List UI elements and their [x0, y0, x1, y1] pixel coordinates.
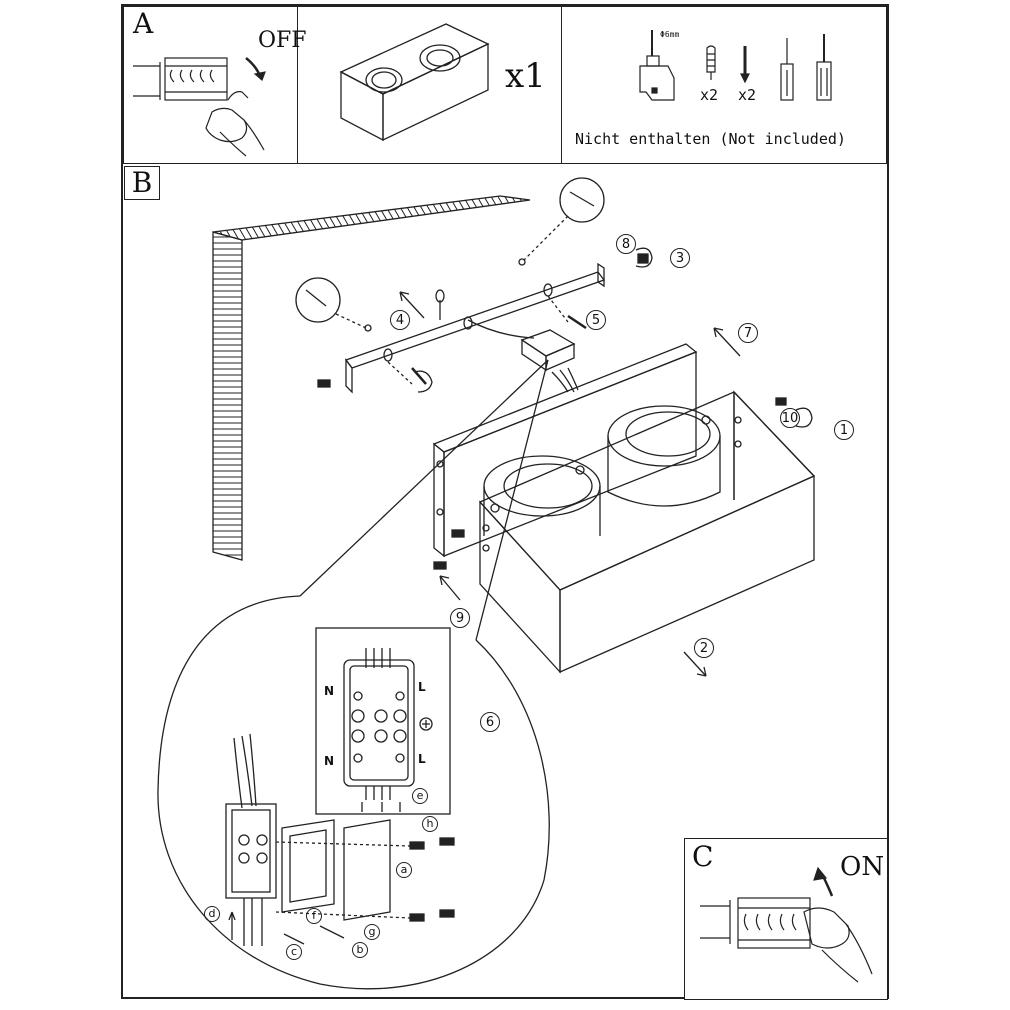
panel-a-label: A [133, 7, 154, 40]
part-c: c [286, 944, 302, 960]
step-1: 1 [834, 420, 854, 440]
step-5: 5 [586, 310, 606, 330]
step-7: 7 [738, 323, 758, 343]
terminal-n-bottom: N [324, 754, 335, 768]
panel-a-tools [561, 6, 887, 164]
product-quantity: x1 [505, 56, 546, 96]
terminal-n-top: N [324, 684, 335, 698]
part-e: e [412, 788, 428, 804]
step-3: 3 [670, 248, 690, 268]
step-8: 8 [616, 234, 636, 254]
not-included-note: Nicht enthalten (Not included) [575, 130, 846, 148]
terminal-l-bottom: L [418, 752, 426, 766]
step-4: 4 [390, 310, 410, 330]
step-10: 10 [780, 408, 800, 428]
step-9: 9 [450, 608, 470, 628]
screw-quantity: x2 [738, 86, 757, 104]
part-a: a [396, 862, 412, 878]
panel-b-label: B [124, 166, 160, 200]
terminal-l-top: L [418, 680, 426, 694]
on-text: ON [840, 852, 885, 882]
part-h: h [422, 816, 438, 832]
drill-diameter-note: Φ6mm [660, 30, 680, 39]
step-2: 2 [694, 638, 714, 658]
panel-c-label: C [692, 840, 714, 873]
part-b: b [352, 942, 368, 958]
part-g: g [364, 924, 380, 940]
dowel-quantity: x2 [700, 86, 719, 104]
instruction-sheet-frame [121, 4, 889, 999]
step-6: 6 [480, 712, 500, 732]
part-f: f [306, 908, 322, 924]
off-text: OFF [258, 28, 307, 53]
part-d: d [204, 906, 220, 922]
